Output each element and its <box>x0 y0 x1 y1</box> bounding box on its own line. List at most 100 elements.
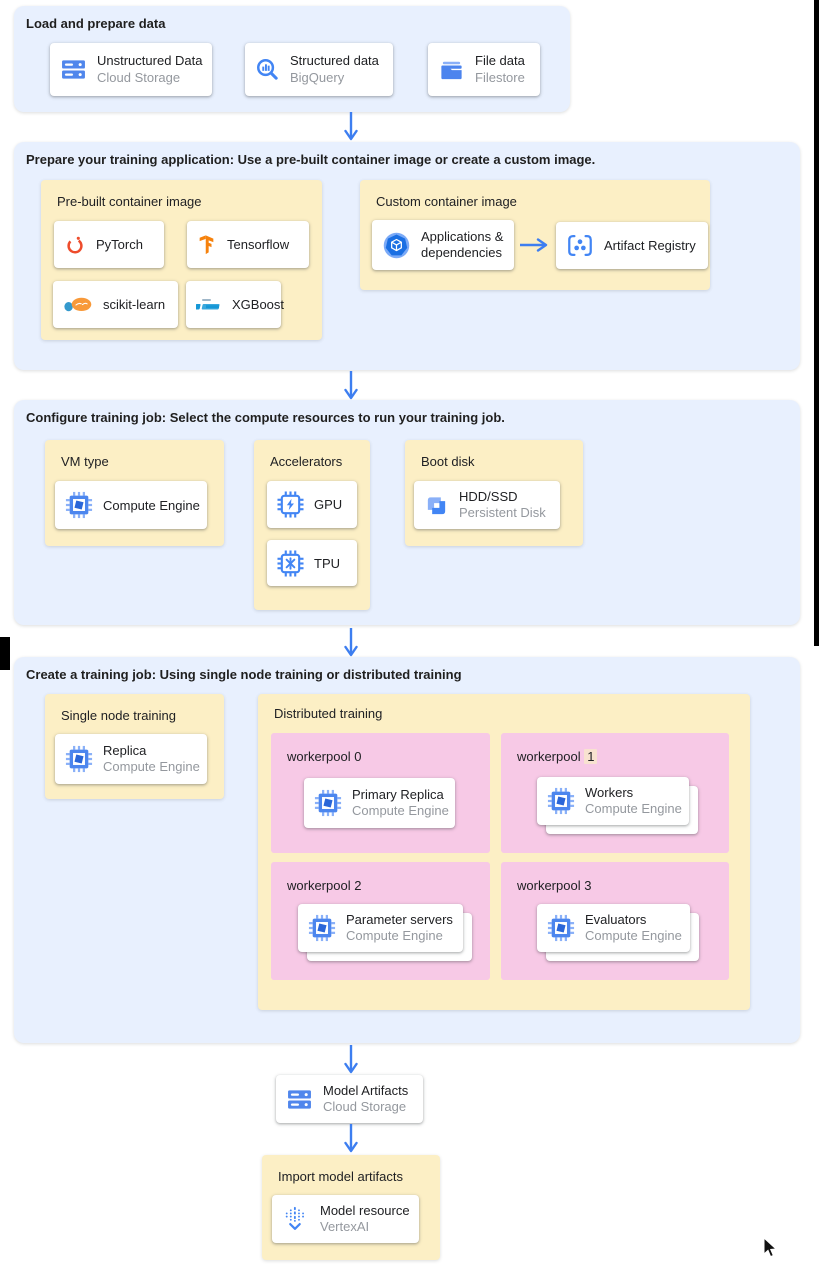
workerpool-1-label: workerpool 1 <box>517 749 598 764</box>
card-gpu: GPU <box>267 481 357 528</box>
card-title: Structured data <box>290 53 379 69</box>
section-configure-job: Configure training job: Select the compu… <box>14 400 800 625</box>
arrow-down-icon <box>344 628 358 662</box>
card-subtitle: Cloud Storage <box>323 1099 407 1114</box>
card-tpu: TPU <box>267 540 357 586</box>
card-model-artifacts: Model Artifacts Cloud Storage <box>276 1075 423 1123</box>
section-create-job: Create a training job: Using single node… <box>14 657 800 1043</box>
card-compute-engine: Compute Engine <box>55 481 207 529</box>
arrow-down-icon <box>344 1124 358 1158</box>
workerpool-3-num: 3 <box>584 878 592 893</box>
applications-dependencies-icon <box>382 231 411 260</box>
card-label: PyTorch <box>96 237 143 252</box>
prebuilt-container-title: Pre-built container image <box>57 194 202 209</box>
card-title: Model Artifacts <box>323 1082 409 1098</box>
compute-engine-icon <box>314 789 342 817</box>
persistent-disk-icon <box>424 493 449 518</box>
card-parameter-servers: Parameter servers Compute Engine <box>298 904 463 952</box>
pytorch-icon <box>64 233 86 256</box>
compute-engine-icon <box>65 491 93 519</box>
card-persistent-disk: HDD/SSD Persistent Disk <box>414 481 560 529</box>
arrow-down-icon <box>344 112 358 146</box>
accelerators-title: Accelerators <box>270 454 343 469</box>
card-scikit-learn: scikit-learn <box>53 281 178 328</box>
card-artifact-registry: Artifact Registry <box>556 222 708 269</box>
card-title: Replica <box>103 742 147 758</box>
workerpool-2-num: 2 <box>354 878 362 893</box>
distributed-title: Distributed training <box>274 706 383 721</box>
card-applications-dependencies: Applications & dependencies <box>372 220 514 270</box>
prebuilt-container-box: Pre-built container image PyTorch Tensor… <box>41 180 322 340</box>
card-label: XGBoost <box>232 297 285 312</box>
import-model-box: Import model artifacts Model resource Ve… <box>262 1155 440 1260</box>
boot-disk-title: Boot disk <box>421 454 475 469</box>
card-subtitle: Compute Engine <box>585 801 682 816</box>
card-subtitle: Persistent Disk <box>459 505 546 520</box>
arrow-down-icon <box>344 1045 358 1079</box>
card-label: scikit-learn <box>103 297 166 312</box>
bigquery-icon <box>255 57 280 82</box>
workerpool-1-num-highlight: 1 <box>584 749 598 764</box>
workerpool-0-box: workerpool 0 Primary Replica Compute Eng… <box>271 733 490 853</box>
arrow-down-icon <box>344 371 358 405</box>
tensorflow-icon <box>197 234 217 256</box>
card-title: TPU <box>314 555 340 571</box>
card-workers: Workers Compute Engine <box>537 777 689 825</box>
section-configure-title: Configure training job: Select the compu… <box>26 410 505 425</box>
section-load-data: Load and prepare data Unstructured Data … <box>14 6 570 112</box>
workerpool-2-box: workerpool 2 Parameter servers Compute E… <box>271 862 490 980</box>
card-title: Unstructured Data <box>97 53 203 69</box>
section-create-title: Create a training job: Using single node… <box>26 667 462 682</box>
card-subtitle: Compute Engine <box>103 759 200 774</box>
workerpool-3-label: workerpool 3 <box>517 878 592 893</box>
card-unstructured-data: Unstructured Data Cloud Storage <box>50 43 212 96</box>
card-tensorflow: Tensorflow <box>187 221 309 268</box>
vertex-ai-icon <box>282 1206 310 1232</box>
gpu-icon <box>277 491 304 518</box>
card-evaluators: Evaluators Compute Engine <box>537 904 690 952</box>
compute-engine-icon <box>308 914 336 942</box>
card-file-data: File data Filestore <box>428 43 540 96</box>
workerpool-3-box: workerpool 3 Evaluators Compute Engine <box>501 862 729 980</box>
screenshot-edge-artifact <box>814 0 819 646</box>
card-replica: Replica Compute Engine <box>55 734 207 784</box>
tpu-icon <box>277 549 304 577</box>
card-pytorch: PyTorch <box>54 221 164 268</box>
arrow-right-icon <box>520 238 548 257</box>
card-title: Primary Replica <box>352 786 444 802</box>
single-node-title: Single node training <box>61 708 176 723</box>
boot-disk-box: Boot disk HDD/SSD Persistent Disk <box>405 440 583 546</box>
card-subtitle: BigQuery <box>290 69 345 85</box>
card-title-line2: dependencies <box>421 245 502 260</box>
workerpool-1-box: workerpool 1 Workers Compute Engine <box>501 733 729 853</box>
card-subtitle: VertexAI <box>320 1219 370 1234</box>
compute-engine-icon <box>547 914 575 942</box>
card-title: Evaluators <box>585 911 647 927</box>
card-title: Compute Engine <box>103 497 200 513</box>
card-subtitle: Compute Engine <box>346 928 443 943</box>
card-model-resource: Model resource VertexAI <box>272 1195 419 1243</box>
card-label: Artifact Registry <box>604 238 696 253</box>
section-prepare-title: Prepare your training application: Use a… <box>26 152 596 167</box>
card-title: HDD/SSD <box>459 488 518 504</box>
accelerators-box: Accelerators GPU TPU <box>254 440 370 610</box>
artifact-registry-icon <box>566 234 594 257</box>
custom-container-title: Custom container image <box>376 194 517 209</box>
card-title: Model resource <box>320 1202 410 1218</box>
cloud-storage-icon <box>286 1089 313 1110</box>
distributed-box: Distributed training workerpool 0 Primar… <box>258 694 750 1010</box>
card-title: File data <box>475 53 525 69</box>
cloud-storage-icon <box>60 59 87 80</box>
workerpool-0-num: 0 <box>354 749 362 764</box>
xgboost-icon <box>196 298 222 312</box>
scikit-learn-icon <box>63 295 93 314</box>
vm-type-box: VM type Compute Engine <box>45 440 224 546</box>
card-subtitle: Filestore <box>475 69 525 85</box>
card-xgboost: XGBoost <box>186 281 285 328</box>
workerpool-0-label: workerpool 0 <box>287 749 362 764</box>
vm-type-title: VM type <box>61 454 109 469</box>
card-subtitle: Cloud Storage <box>97 69 181 85</box>
workerpool-2-label: workerpool 2 <box>287 878 362 893</box>
card-title-line1: Applications & <box>421 228 504 244</box>
